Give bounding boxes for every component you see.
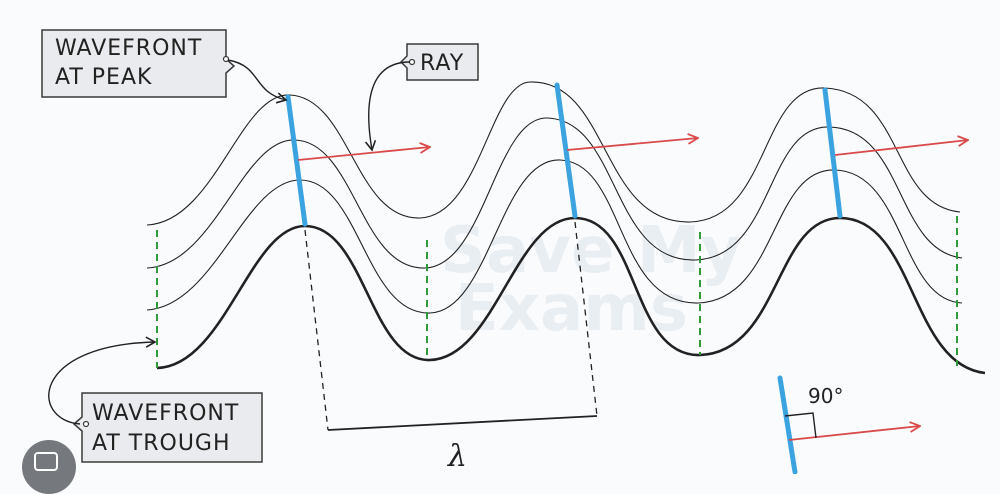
tag-wavefront-trough: WAVEFRONT AT TROUGH [72, 392, 263, 463]
peak-marker-2 [554, 82, 578, 219]
inset-ray-arrow [788, 426, 920, 441]
ray-arrow-2 [566, 138, 698, 151]
inset-wavefront-line [777, 375, 798, 474]
tag-wavefront-trough-line2: AT TROUGH [92, 431, 231, 456]
watermark: Save My Exams [440, 214, 742, 346]
ray-arrows [297, 138, 968, 161]
peak-marker-3 [822, 87, 843, 219]
peak-markers [285, 82, 843, 227]
right-angle-inset: 90° [777, 375, 920, 474]
camera-glyph [34, 452, 58, 471]
wavelength-bracket [304, 221, 598, 431]
right-angle-mark [784, 412, 817, 439]
lens-camera-icon[interactable] [22, 440, 76, 494]
wavelength-base [327, 415, 598, 431]
watermark-line-2: Exams [455, 272, 688, 346]
tag-wavefront-peak-line2: AT PEAK [55, 65, 152, 90]
tag-wavefront-peak-box [41, 29, 236, 98]
wavefront-diagram: Save My Exams λ WAVEFRONT AT PE [41, 29, 986, 474]
wavelength-symbol: λ [447, 439, 467, 474]
tag-ray-label: RAY [420, 51, 464, 76]
tag-trough-hole-icon [82, 420, 90, 428]
tag-hole-icon [222, 55, 230, 63]
tag-ray-hole-icon [408, 58, 416, 66]
tag-wavefront-trough-box [72, 392, 263, 463]
wavelength-dash-left [304, 229, 329, 431]
tag-ray: RAY [399, 43, 479, 81]
pointer-trough-arrow [48, 336, 157, 425]
tag-ray-box [399, 43, 479, 81]
pointer-peak-arrow [227, 59, 288, 104]
tag-wavefront-trough-line1: WAVEFRONT [92, 401, 239, 426]
ray-arrow-3 [834, 140, 968, 156]
peak-marker-1 [285, 94, 308, 227]
ray-arrow-1 [297, 147, 430, 161]
pointer-ray-arrow [364, 61, 411, 152]
tag-wavefront-peak: WAVEFRONT AT PEAK [41, 29, 236, 98]
right-angle-label: 90° [808, 384, 843, 408]
trough-markers [156, 216, 958, 368]
tag-wavefront-peak-line1: WAVEFRONT [55, 36, 202, 61]
watermark-line-1: Save My [440, 214, 742, 288]
